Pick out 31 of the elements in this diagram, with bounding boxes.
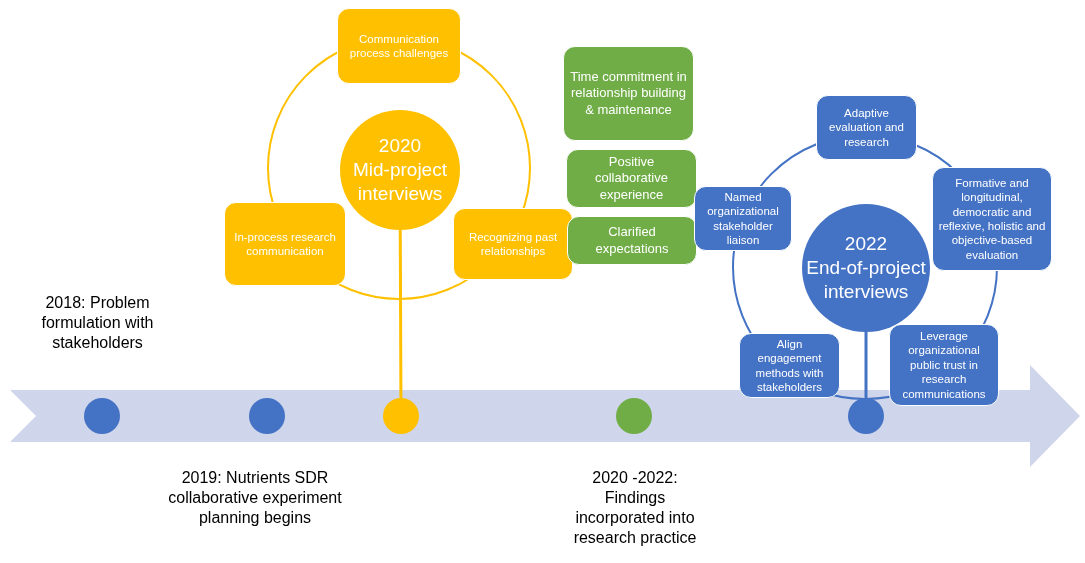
- connector-line: [864, 332, 868, 398]
- finding-text: Time commitment in relationship building & maintenance: [569, 69, 688, 118]
- finding-box: [337, 8, 461, 84]
- finding-box: [224, 202, 346, 286]
- finding-box: [816, 95, 917, 160]
- milestone-text: 2018: Problem formulation with stakeholders: [40, 293, 155, 353]
- finding-box: [563, 46, 694, 141]
- finding-box: [567, 216, 697, 265]
- finding-text: Positive collaborative experience: [594, 154, 669, 203]
- finding-text: Align engagement methods with stakeholders: [754, 336, 825, 395]
- finding-box: [566, 149, 697, 208]
- finding-box: [932, 167, 1052, 271]
- milestone-title: 2022: [844, 232, 888, 257]
- finding-text: Clarified expectations: [594, 224, 670, 257]
- finding-text: In-process research communication: [233, 229, 337, 259]
- finding-box: [739, 333, 840, 398]
- finding-box: [453, 208, 573, 280]
- finding-box: [694, 186, 792, 251]
- finding-text: Named organizational stakeholder liaison: [706, 189, 780, 248]
- milestone-text: 2019: Nutrients SDR collaborative experiment planning begins: [167, 468, 343, 528]
- finding-box: [889, 324, 999, 406]
- finding-text: Formative and longitudinal, democratic and reflexive, holistic and objective-based evaluation: [938, 175, 1046, 263]
- finding-text: Recognizing past relationships: [467, 229, 559, 259]
- milestone-text: 2020 -2022: Findings incorporated into research practice: [572, 468, 698, 548]
- milestone-title: Mid-project interviews: [352, 158, 448, 206]
- finding-text: Communication process challenges: [348, 31, 450, 61]
- milestone-title: End-of-project interviews: [805, 256, 927, 304]
- connector-line: [398, 230, 403, 398]
- finding-text: Adaptive evaluation and research: [828, 105, 905, 150]
- milestone-title: 2020: [378, 134, 422, 159]
- finding-text: Leverage organizational public trust in research communications: [901, 329, 987, 401]
